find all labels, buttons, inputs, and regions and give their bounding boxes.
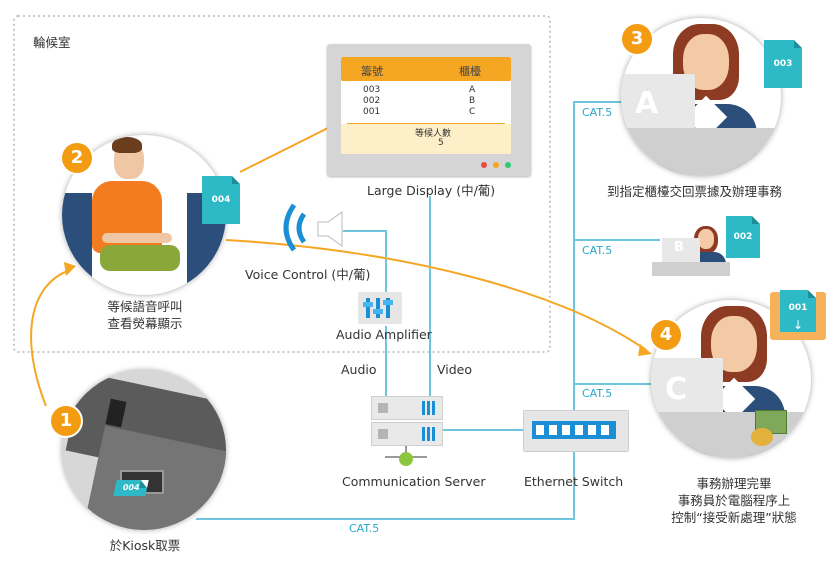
step1-badge: 1 — [51, 406, 81, 436]
audio-link-label: Audio — [341, 362, 377, 377]
step2-caption: 等候語音呼叫查看熒幕顯示 — [107, 299, 183, 331]
audio-amplifier-label: Audio Amplifier — [336, 327, 432, 342]
step4-ticket: 001 — [780, 290, 816, 332]
counter-b-ticket: 002 — [726, 216, 760, 258]
display-row: 002 — [363, 96, 381, 106]
download-arrow-icon: ↓ — [793, 318, 804, 332]
display-waiting-label: 等候人數 — [415, 129, 452, 139]
cat5-label: CAT.5 — [582, 106, 613, 119]
step4-badge: 4 — [651, 320, 681, 350]
waiting-room-label: 輪候室 — [33, 35, 71, 50]
counter-a-letter: A — [635, 86, 659, 121]
step2-badge: 2 — [62, 143, 92, 173]
display-row: 001 — [363, 107, 381, 117]
large-display: 籌號 櫃檯 003 A 002 B 001 C 等候人數 5 — [327, 44, 531, 176]
display-row-counter: A — [469, 85, 476, 95]
ethernet-switch-icon — [523, 410, 629, 452]
coins-icon — [751, 428, 773, 446]
communication-server-icon — [371, 396, 443, 468]
display-row-counter: B — [469, 96, 476, 106]
counter-b: B — [652, 226, 732, 276]
cat5-label: CAT.5 — [349, 522, 380, 535]
audio-amplifier-icon — [358, 292, 402, 324]
counter-c-letter: C — [665, 372, 688, 407]
waiting-room-border — [13, 15, 551, 353]
voice-control-label: Voice Control (中/葡) — [245, 267, 371, 282]
step4-caption: 事務辦理完畢 事務員於電腦程序上 控制“接受新處理”狀態 — [671, 476, 797, 525]
cat5-label: CAT.5 — [582, 244, 613, 257]
display-header-number: 籌號 — [361, 65, 383, 78]
counter-b-letter: B — [674, 240, 684, 255]
cash-icon — [755, 410, 787, 434]
display-row: 003 — [363, 85, 381, 95]
display-waiting-count: 5 — [438, 138, 444, 148]
display-row-counter: C — [469, 107, 476, 117]
step1-kiosk — [62, 370, 226, 530]
step1-ticket: 004 — [113, 480, 149, 496]
display-header-counter: 櫃檯 — [459, 65, 481, 78]
cables — [196, 101, 662, 520]
video-link-label: Video — [437, 362, 473, 377]
step2-ticket: 004 — [202, 176, 240, 224]
step3-badge: 3 — [622, 24, 652, 54]
step2-waiting-person — [62, 135, 226, 295]
ethernet-switch-label: Ethernet Switch — [524, 474, 624, 489]
step3-ticket: 003 — [764, 40, 802, 88]
cat5-label: CAT.5 — [582, 387, 613, 400]
step1-caption: 於Kiosk取票 — [109, 538, 181, 553]
large-display-label: Large Display (中/葡) — [367, 183, 496, 198]
communication-server-label: Communication Server — [342, 474, 486, 489]
step3-caption: 到指定櫃檯交回票據及辦理事務 — [607, 184, 783, 199]
